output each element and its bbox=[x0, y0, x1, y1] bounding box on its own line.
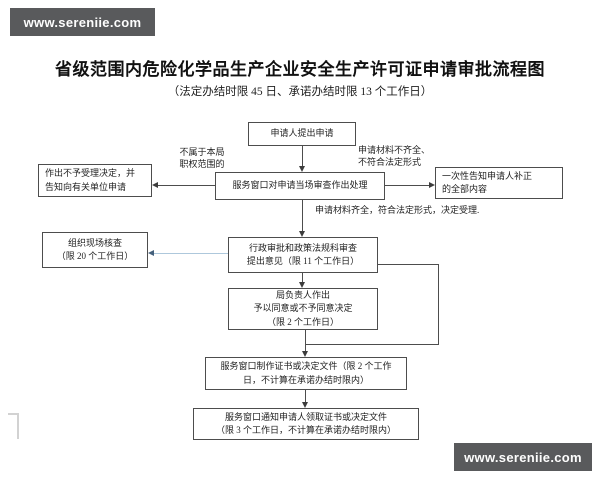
connector-leader-to-issue bbox=[305, 330, 306, 352]
arrow-down-icon bbox=[299, 166, 305, 172]
flow-box-window-review: 服务窗口对申请当场审查作出处理 bbox=[215, 172, 385, 200]
connector-bypass-bottom bbox=[305, 344, 439, 345]
arrow-down-icon bbox=[302, 351, 308, 357]
annotation-materials-incomplete: 申请材料不齐全、 不符合法定形式 bbox=[358, 145, 431, 168]
connector-window-to-reject bbox=[157, 185, 215, 186]
arrow-right-icon bbox=[429, 182, 435, 188]
watermark-top-left: www.sereniie.com bbox=[10, 8, 155, 36]
connector-bypass-right bbox=[438, 264, 439, 345]
flow-box-issue-document: 服务窗口制作证书或决定文件（限 2 个工作 日，不计算在承诺办结时限内） bbox=[205, 357, 407, 390]
arrow-down-icon bbox=[299, 282, 305, 288]
flow-box-apply: 申请人提出申请 bbox=[248, 122, 356, 146]
arrow-left-icon bbox=[152, 182, 158, 188]
connector-bypass-top bbox=[378, 264, 439, 265]
flow-box-reject: 作出不予受理决定，并 告知向有关单位申请 bbox=[38, 164, 152, 197]
flow-box-notify-correction: 一次性告知申请人补正 的全部内容 bbox=[435, 167, 563, 199]
connector-window-to-review bbox=[302, 200, 303, 232]
page-subtitle: （法定办结时限 45 日、承诺办结时限 13 个工作日） bbox=[167, 86, 433, 98]
annotation-out-of-scope: 不属于本局 职权范围的 bbox=[179, 147, 225, 170]
connector-window-to-correction bbox=[385, 185, 430, 186]
connector-apply-to-window bbox=[302, 146, 303, 167]
annotation-materials-complete: 申请材料齐全，符合法定形式，决定受理. bbox=[315, 205, 480, 215]
arrow-down-icon bbox=[299, 231, 305, 237]
flow-box-notify-collect: 服务窗口通知申请人领取证书或决定文件 （限 3 个工作日，不计算在承诺办结时限内… bbox=[193, 408, 419, 440]
watermark-bottom-right: www.sereniie.com bbox=[454, 443, 592, 471]
flow-box-onsite-check: 组织现场核查 （限 20 个工作日） bbox=[42, 232, 148, 268]
stray-mark bbox=[8, 413, 19, 439]
flow-box-leader-decision: 局负责人作出 予以同意或不予同意决定 （限 2 个工作日） bbox=[228, 288, 378, 330]
arrow-down-icon bbox=[302, 402, 308, 408]
arrow-left-icon bbox=[148, 250, 154, 256]
connector-review-to-onsite bbox=[153, 253, 228, 254]
connector-issue-to-collect bbox=[305, 390, 306, 403]
page-title: 省级范围内危险化学品生产企业安全生产许可证申请审批流程图 bbox=[55, 60, 545, 79]
connector-review-to-leader bbox=[302, 273, 303, 283]
flow-box-dept-review: 行政审批和政策法规科审查 提出意见（限 11 个工作日） bbox=[228, 237, 378, 273]
